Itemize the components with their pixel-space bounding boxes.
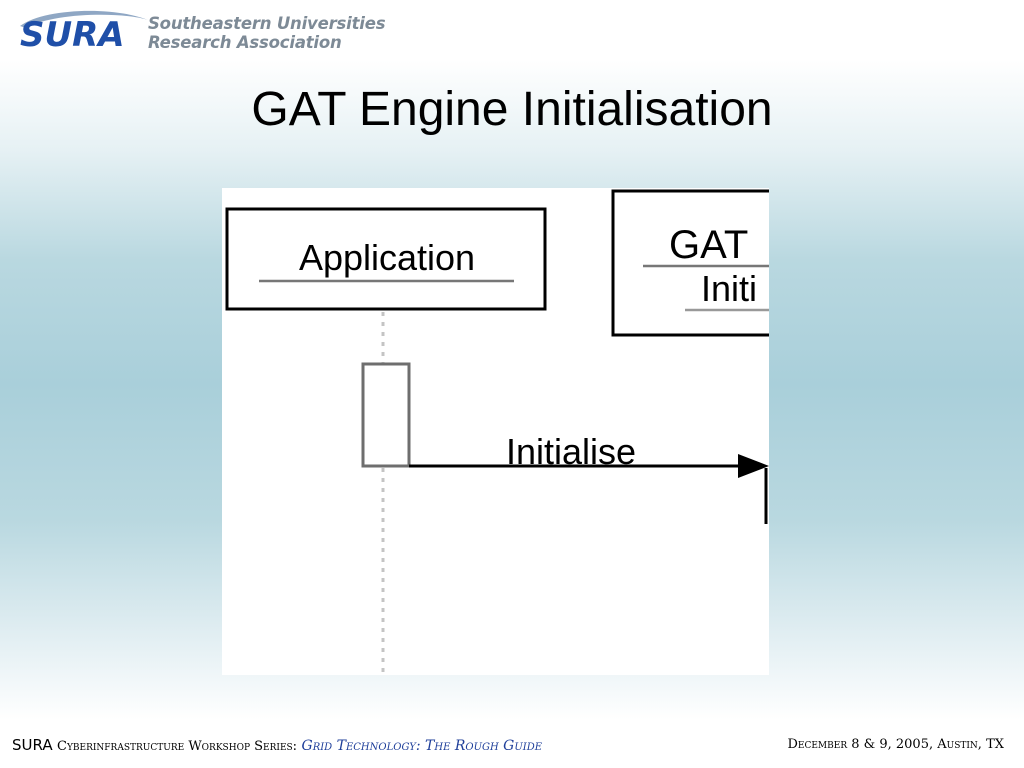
logo-line-2: Research Association (148, 33, 342, 52)
sequence-diagram: Application GAT Initi Initialise (222, 188, 769, 675)
footer-guide: Grid Technology: The Rough Guide (301, 738, 543, 754)
footer-left: SURA Cyberinfrastructure Workshop Series… (12, 736, 542, 754)
gat-label: GAT (669, 223, 748, 267)
logo-mark-text: SURA (20, 15, 125, 52)
footer: SURA Cyberinfrastructure Workshop Series… (0, 734, 1024, 758)
activation-bar (361, 362, 411, 468)
sura-logo-icon: SURA (20, 10, 148, 52)
footer-date: December 8 & 9, 2005, Austin, TX (787, 737, 1004, 752)
footer-sura: SURA (12, 736, 53, 754)
initialise-arrowhead (738, 454, 769, 478)
logo-text: Southeastern Universities Research Assoc… (148, 14, 386, 52)
footer-series: Cyberinfrastructure Workshop Series: (57, 739, 298, 754)
page-title: GAT Engine Initialisation (251, 83, 773, 136)
initialise-label: Initialise (506, 431, 636, 472)
logo-line-1: Southeastern Universities (148, 14, 386, 33)
gat-sub-label: Initi (701, 268, 757, 309)
sequence-diagram-svg: Application GAT Initi Initialise (225, 189, 769, 675)
application-label: Application (299, 237, 475, 278)
application-box (225, 207, 547, 311)
sura-logo: SURA Southeastern Universities Research … (14, 4, 386, 52)
